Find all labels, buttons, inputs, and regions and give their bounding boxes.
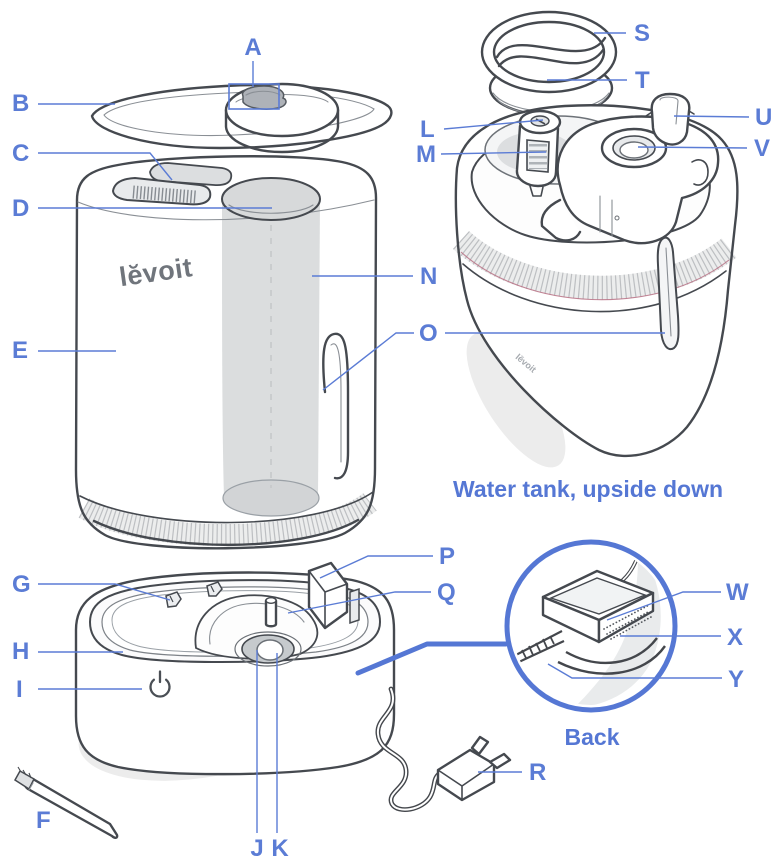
part-label-n: N	[420, 263, 437, 290]
leader-u	[673, 115, 750, 118]
power-cord-plug-illustration	[375, 686, 512, 812]
part-label-f: F	[36, 807, 51, 834]
leader-y	[547, 663, 722, 679]
lid-illustration	[90, 82, 393, 154]
part-label-j: J	[250, 835, 263, 858]
water-tank-caption: Water tank, upside down	[453, 476, 723, 502]
part-label-o: O	[419, 320, 438, 347]
part-label-q: Q	[437, 579, 456, 606]
nozzle-highlight-box	[228, 83, 280, 110]
leader-p	[319, 555, 433, 579]
part-label-h: H	[12, 638, 29, 665]
part-label-k: K	[271, 835, 289, 858]
leader-g	[38, 583, 171, 601]
part-label-r: R	[529, 759, 546, 786]
part-label-x: X	[727, 624, 743, 651]
part-label-s: S	[634, 20, 650, 47]
zoom-callout	[355, 539, 678, 713]
leader-o-left	[322, 332, 414, 391]
back-caption: Back	[565, 724, 620, 750]
part-label-u: U	[755, 104, 772, 131]
cleaning-brush-illustration	[14, 766, 119, 839]
base-illustration	[74, 561, 396, 781]
part-labels: A B C D E F G H I J K L M N O P Q R S T …	[12, 20, 772, 858]
leader-c	[38, 152, 173, 181]
part-label-i: I	[16, 676, 23, 703]
part-label-v: V	[754, 135, 770, 162]
part-label-b: B	[12, 90, 29, 117]
part-label-w: W	[726, 579, 749, 606]
part-label-a: A	[244, 34, 261, 61]
leader-w	[606, 591, 721, 621]
part-label-y: Y	[728, 666, 744, 693]
part-label-l: L	[420, 116, 435, 143]
callout-connector	[355, 641, 509, 676]
tank-shadow	[466, 332, 566, 468]
water-tank-illustration: lĕvoit	[74, 155, 378, 550]
leader-q	[287, 591, 431, 614]
part-label-p: P	[439, 543, 455, 570]
part-label-d: D	[12, 195, 29, 222]
upside-down-tank-illustration: lĕvoit	[452, 92, 739, 468]
part-label-e: E	[12, 337, 28, 364]
leader-m	[440, 151, 547, 155]
part-label-g: G	[12, 571, 31, 598]
leader-v	[637, 146, 748, 149]
leader-l	[443, 119, 544, 130]
part-label-c: C	[12, 140, 29, 167]
part-label-m: M	[416, 141, 436, 168]
power-button-icon	[149, 670, 171, 698]
part-label-t: T	[635, 67, 650, 94]
leader-lines	[38, 32, 750, 833]
tank-cap-illustration	[480, 10, 618, 117]
